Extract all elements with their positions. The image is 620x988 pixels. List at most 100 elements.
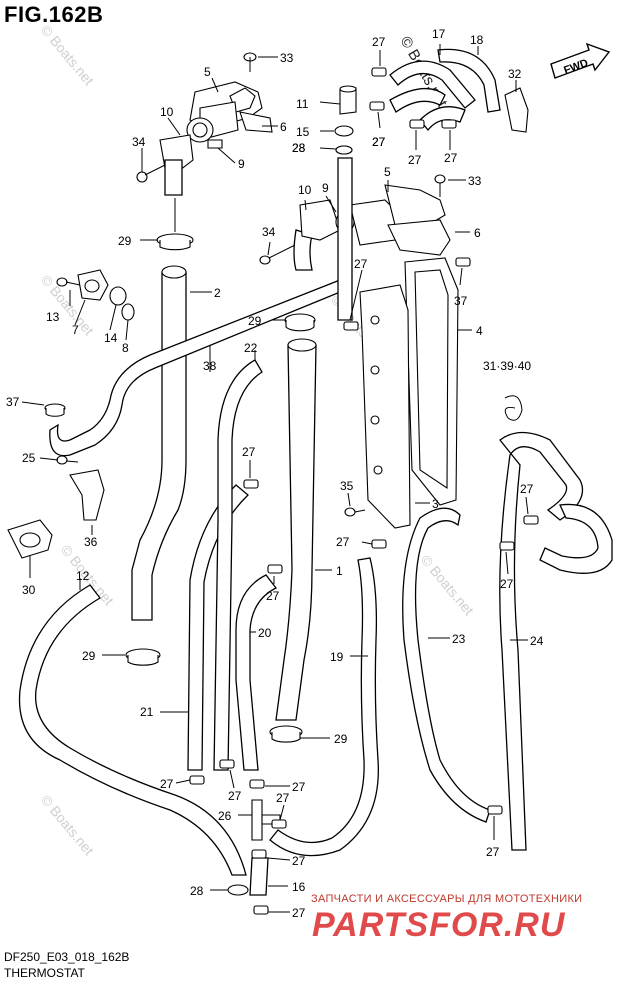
callout-28: 28 xyxy=(292,141,306,155)
callout-4: 4 xyxy=(476,324,483,338)
callout-22: 22 xyxy=(244,341,258,355)
callout-29: 29 xyxy=(118,234,132,248)
callout-27: 27 xyxy=(292,780,306,794)
callout-34: 34 xyxy=(262,225,276,239)
callout-33: 33 xyxy=(280,51,294,65)
callout-27: 27 xyxy=(372,35,386,49)
hose-11 xyxy=(334,85,357,321)
callout-23: 23 xyxy=(452,632,466,646)
callout-35: 35 xyxy=(340,479,354,493)
callout-19: 19 xyxy=(330,650,344,664)
bolt-35 xyxy=(344,507,366,517)
callout-8: 8 xyxy=(122,341,129,355)
figure-title: FIG.162B xyxy=(4,2,104,27)
watermark: © Boats.net xyxy=(38,22,97,89)
hose-1 xyxy=(275,338,317,721)
hose-clamp-29 xyxy=(269,313,316,743)
callout-16: 16 xyxy=(292,880,306,894)
callout-27: 27 xyxy=(242,445,256,459)
callout-21: 21 xyxy=(140,705,154,719)
hose-23 xyxy=(402,507,491,823)
clip-32 xyxy=(504,87,529,133)
callout-33: 33 xyxy=(468,174,482,188)
hose-12 xyxy=(18,584,247,876)
callout-27: 27 xyxy=(408,153,422,167)
callout-38: 38 xyxy=(203,359,217,373)
callout-32: 32 xyxy=(508,67,522,81)
clip-30 xyxy=(7,519,53,559)
callout-27: 27 xyxy=(292,854,306,868)
callout-9: 9 xyxy=(238,157,245,171)
callout-12: 12 xyxy=(76,569,90,583)
cover-gasket-4 xyxy=(404,257,459,506)
watermark: © Boats.net xyxy=(38,792,97,859)
callout-27: 27 xyxy=(486,845,500,859)
cover-plate-3 xyxy=(359,284,411,529)
callout-27: 27 xyxy=(372,135,386,149)
callout-27: 27 xyxy=(500,577,514,591)
callout-24: 24 xyxy=(530,634,544,648)
center-thermostat-housing xyxy=(259,174,451,271)
callout-1: 1 xyxy=(336,564,343,578)
callout-28: 28 xyxy=(190,884,204,898)
hose-22 xyxy=(213,359,263,771)
thermo-sensor-assembly xyxy=(56,269,135,321)
callout-5: 5 xyxy=(384,165,391,179)
callout-27: 27 xyxy=(266,589,280,603)
callout-15: 15 xyxy=(296,125,310,139)
figure-name: THERMOSTAT xyxy=(4,966,85,980)
callout-9: 9 xyxy=(322,181,329,195)
callout-29: 29 xyxy=(334,732,348,746)
hose-19 xyxy=(269,557,379,857)
watermark: © Boats.net xyxy=(418,552,477,619)
hose-2 xyxy=(131,265,187,621)
hose-clamp-27-group xyxy=(189,67,539,915)
callout-11: 11 xyxy=(296,97,309,111)
callout-27: 27 xyxy=(276,791,290,805)
callout-18: 18 xyxy=(470,33,484,47)
callout-17: 17 xyxy=(432,27,446,41)
callout-25: 25 xyxy=(22,451,36,465)
callout-2: 2 xyxy=(214,286,221,300)
callout-29: 29 xyxy=(248,314,262,328)
callout-34: 34 xyxy=(132,135,146,149)
callout-7: 7 xyxy=(72,323,79,337)
hose-clamp-29 xyxy=(125,648,161,666)
hose-clamp-28 xyxy=(227,145,353,896)
callout-5: 5 xyxy=(204,65,211,79)
hose-small-top xyxy=(389,88,466,132)
callout-37: 37 xyxy=(454,294,468,308)
callout-29: 29 xyxy=(82,649,96,663)
callout-27: 27 xyxy=(372,135,386,149)
hose-24 xyxy=(499,431,613,851)
hose-18 xyxy=(437,48,501,113)
hose-17 xyxy=(389,60,476,109)
callout-10: 10 xyxy=(160,105,174,119)
hose-20 xyxy=(235,574,277,771)
callout-20: 20 xyxy=(258,626,272,640)
hose-clamp-29 xyxy=(156,233,194,251)
brand-logo: PARTSFOR.RU xyxy=(312,906,566,944)
callout-27: 27 xyxy=(444,151,458,165)
bolt-25 xyxy=(56,455,79,465)
upper-left-thermostat-housing xyxy=(136,52,273,196)
callout-27: 27 xyxy=(228,789,242,803)
callout-6: 6 xyxy=(280,120,287,134)
hose-clamp-37 xyxy=(44,403,66,417)
callout-31-39-40: 31·39·40 xyxy=(483,359,531,373)
callout-27: 27 xyxy=(160,777,174,791)
hose-16 xyxy=(249,857,269,896)
callout-10: 10 xyxy=(298,183,312,197)
callout-3: 3 xyxy=(432,497,439,511)
callout-36: 36 xyxy=(84,535,98,549)
callout-30: 30 xyxy=(22,583,36,597)
figure-code: DF250_E03_018_162B xyxy=(4,950,130,964)
callout-27: 27 xyxy=(336,535,350,549)
brand-tagline: ЗАПЧАСТИ И АКСЕССУАРЫ ДЛЯ МОТОТЕХНИКИ xyxy=(311,893,583,905)
leader-lines xyxy=(21,44,529,913)
bracket-36 xyxy=(69,469,105,521)
callout-26: 26 xyxy=(218,809,232,823)
callout-6: 6 xyxy=(474,226,481,240)
callout-27: 27 xyxy=(520,482,534,496)
